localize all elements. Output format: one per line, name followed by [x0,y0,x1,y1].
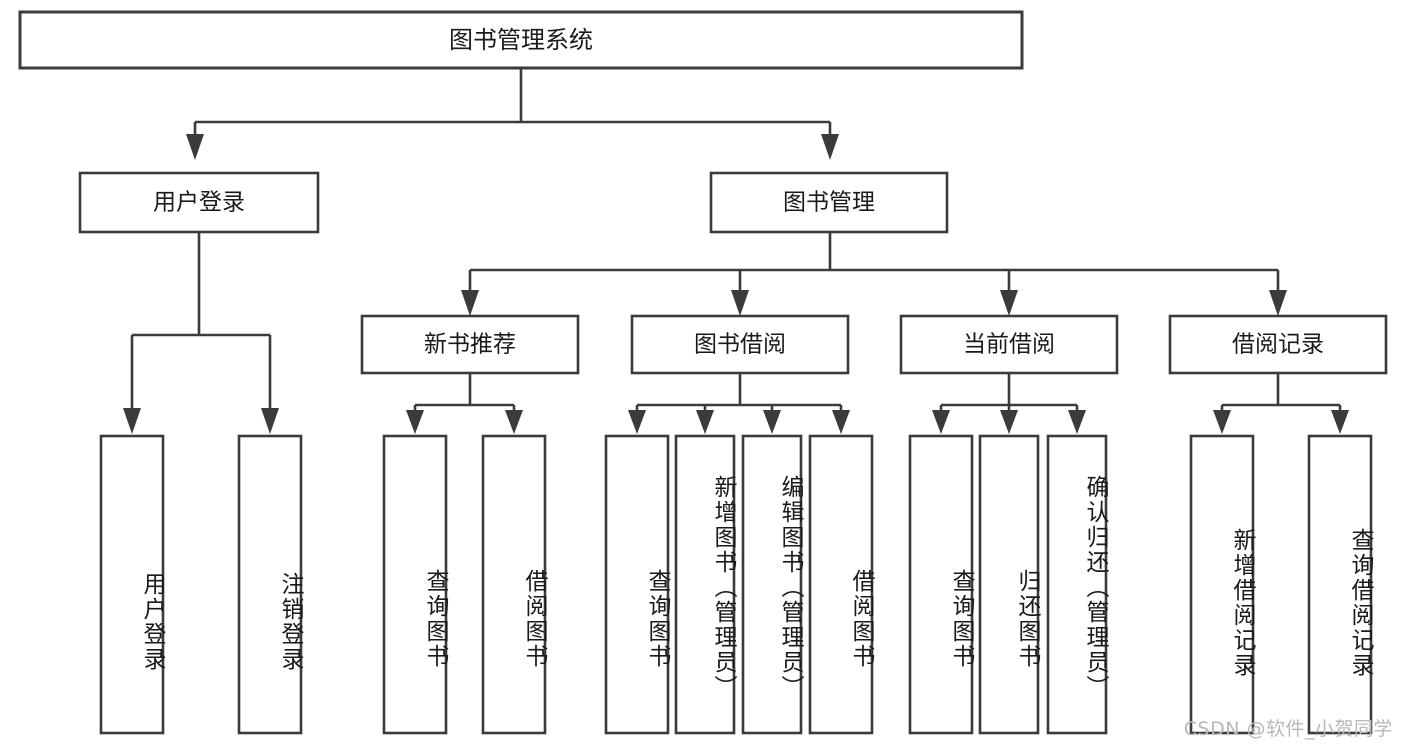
arrowhead-book-manage [821,134,839,160]
leaf-query-book-2-box[interactable] [604,434,670,735]
leaf-return-book-box[interactable] [978,434,1040,735]
arrowhead-leaf-user-login [123,408,141,434]
leaf-borrow-book-1-box[interactable] [481,434,547,735]
node-current-borrow-label: 当前借阅 [963,332,1055,358]
node-book-borrow-label: 图书借阅 [694,332,786,358]
arrowhead-leaf-query-book-3 [932,410,950,434]
leaf-box-layer [99,434,1373,735]
arrowhead-leaf-query-book-1 [406,410,424,434]
arrowhead-book-borrow [731,290,749,316]
leaf-query-record-box[interactable] [1307,434,1373,735]
node-current-borrow-box[interactable] [899,314,1119,375]
leaf-edit-book-box[interactable] [741,434,803,735]
node-book-manage[interactable]: 图书管理 [709,171,949,234]
arrowhead-leaf-query-book-2 [628,410,646,434]
node-root-label: 图书管理系统 [449,26,593,54]
leaf-add-book-box[interactable] [674,434,736,735]
arrowhead-leaf-edit-book [763,410,781,434]
leaf-confirm-return-box[interactable] [1046,434,1108,735]
node-user-login[interactable]: 用户登录 [78,171,320,234]
connector-layer [123,68,1349,434]
node-current-borrow[interactable]: 当前借阅 [899,314,1119,375]
node-user-login-label: 用户登录 [153,190,245,216]
leaf-borrow-book-2-box[interactable] [808,434,874,735]
arrowhead-leaf-confirm-return [1068,410,1086,434]
node-borrow-record[interactable]: 借阅记录 [1168,314,1388,375]
node-root-box[interactable] [18,10,1024,70]
arrowhead-leaf-add-book [696,410,714,434]
arrowhead-leaf-user-logout [261,408,279,434]
arrowhead-leaf-borrow-book-2 [832,410,850,434]
arrowhead-user-login [186,134,204,160]
leaf-user-logout-box[interactable] [237,434,303,735]
leaf-add-record-box[interactable] [1189,434,1255,735]
node-book-manage-box[interactable] [709,171,949,234]
arrowhead-new-book-recommend [461,290,479,316]
node-borrow-record-label: 借阅记录 [1232,332,1324,358]
arrowhead-leaf-query-record [1331,410,1349,434]
node-new-book-recommend-label: 新书推荐 [424,332,516,358]
node-new-book-recommend[interactable]: 新书推荐 [360,314,580,375]
arrowhead-leaf-borrow-book-1 [505,410,523,434]
node-user-login-box[interactable] [78,171,320,234]
node-root[interactable]: 图书管理系统 [18,10,1024,70]
node-book-borrow[interactable]: 图书借阅 [630,314,850,375]
arrowhead-leaf-return-book [1000,410,1018,434]
csdn-watermark: CSDN @软件_小贺同学 [1183,718,1393,740]
arrowhead-borrow-record [1269,290,1287,316]
node-book-borrow-box[interactable] [630,314,850,375]
arrowhead-leaf-add-record [1213,410,1231,434]
arrowhead-current-borrow [1000,290,1018,316]
leaf-query-book-1-box[interactable] [382,434,448,735]
leaf-user-login-box[interactable] [99,434,165,735]
node-new-book-recommend-box[interactable] [360,314,580,375]
node-book-manage-label: 图书管理 [783,190,875,216]
node-borrow-record-box[interactable] [1168,314,1388,375]
leaf-query-book-3-box[interactable] [908,434,974,735]
